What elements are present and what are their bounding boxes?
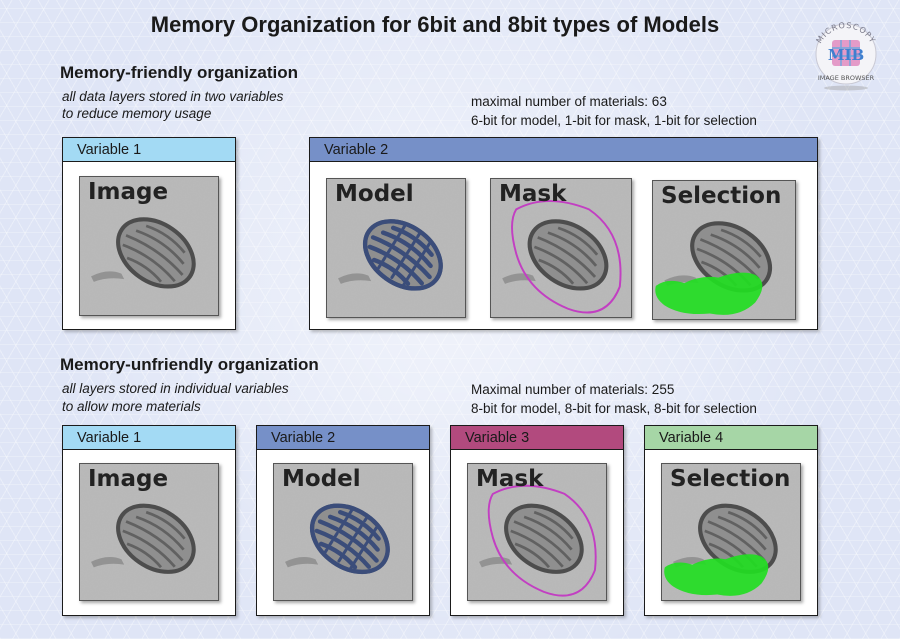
model-label: Model (335, 181, 414, 207)
mask-label: Mask (476, 466, 544, 492)
friendly-variable-2-box: Variable 2 Model Mask Selection (309, 137, 818, 330)
model-label: Model (282, 466, 361, 492)
selection-label: Selection (670, 466, 791, 492)
page-title: Memory Organization for 6bit and 8bit ty… (150, 12, 720, 37)
unfriendly-variable-4-box: Variable 4 Selection (644, 425, 818, 616)
mask-label: Mask (499, 181, 567, 207)
logo-bottom-text: IMAGE BROWSER (818, 74, 875, 82)
unfriendly-subtitle-line1: all layers stored in individual variable… (62, 381, 289, 396)
image-layer-tile: Image (79, 176, 219, 316)
mask-layer-tile: Mask (490, 178, 632, 318)
unfriendly-variable-2-box: Variable 2 Model (256, 425, 430, 616)
variable-header: Variable 2 (257, 426, 429, 450)
image-label: Image (88, 179, 169, 205)
friendly-info-line2: 6-bit for model, 1-bit for mask, 1-bit f… (471, 113, 757, 128)
unfriendly-variable-3-box: Variable 3 Mask (450, 425, 624, 616)
selection-layer-tile: Selection (652, 180, 796, 320)
logo-monogram: MIB (828, 46, 864, 64)
model-layer-tile: Model (326, 178, 466, 318)
model-layer-tile: Model (273, 463, 413, 601)
friendly-info-line1: maximal number of materials: 63 (471, 94, 667, 109)
unfriendly-subtitle-line2: to allow more materials (62, 399, 201, 414)
mib-logo: MICROSCOPY MIB IMAGE BROWSER (808, 18, 884, 94)
unfriendly-info-line2: 8-bit for model, 8-bit for mask, 8-bit f… (471, 401, 757, 416)
friendly-heading: Memory-friendly organization (60, 63, 299, 82)
selection-layer-tile: Selection (661, 463, 801, 601)
variable-header: Variable 3 (451, 426, 623, 450)
selection-label: Selection (661, 183, 782, 209)
image-label: Image (88, 466, 169, 492)
friendly-variable-1-box: Variable 1 Image (62, 137, 236, 330)
variable-header: Variable 1 (63, 138, 235, 162)
variable-header: Variable 4 (645, 426, 817, 450)
friendly-subtitle-line1: all data layers stored in two variables (62, 89, 284, 104)
variable-header: Variable 2 (310, 138, 817, 162)
friendly-subtitle-line2: to reduce memory usage (62, 106, 212, 121)
mask-layer-tile: Mask (467, 463, 607, 601)
unfriendly-variable-1-box: Variable 1 Image (62, 425, 236, 616)
unfriendly-info-line1: Maximal number of materials: 255 (471, 382, 675, 397)
image-layer-tile: Image (79, 463, 219, 601)
variable-header: Variable 1 (63, 426, 235, 450)
unfriendly-heading: Memory-unfriendly organization (60, 355, 319, 374)
